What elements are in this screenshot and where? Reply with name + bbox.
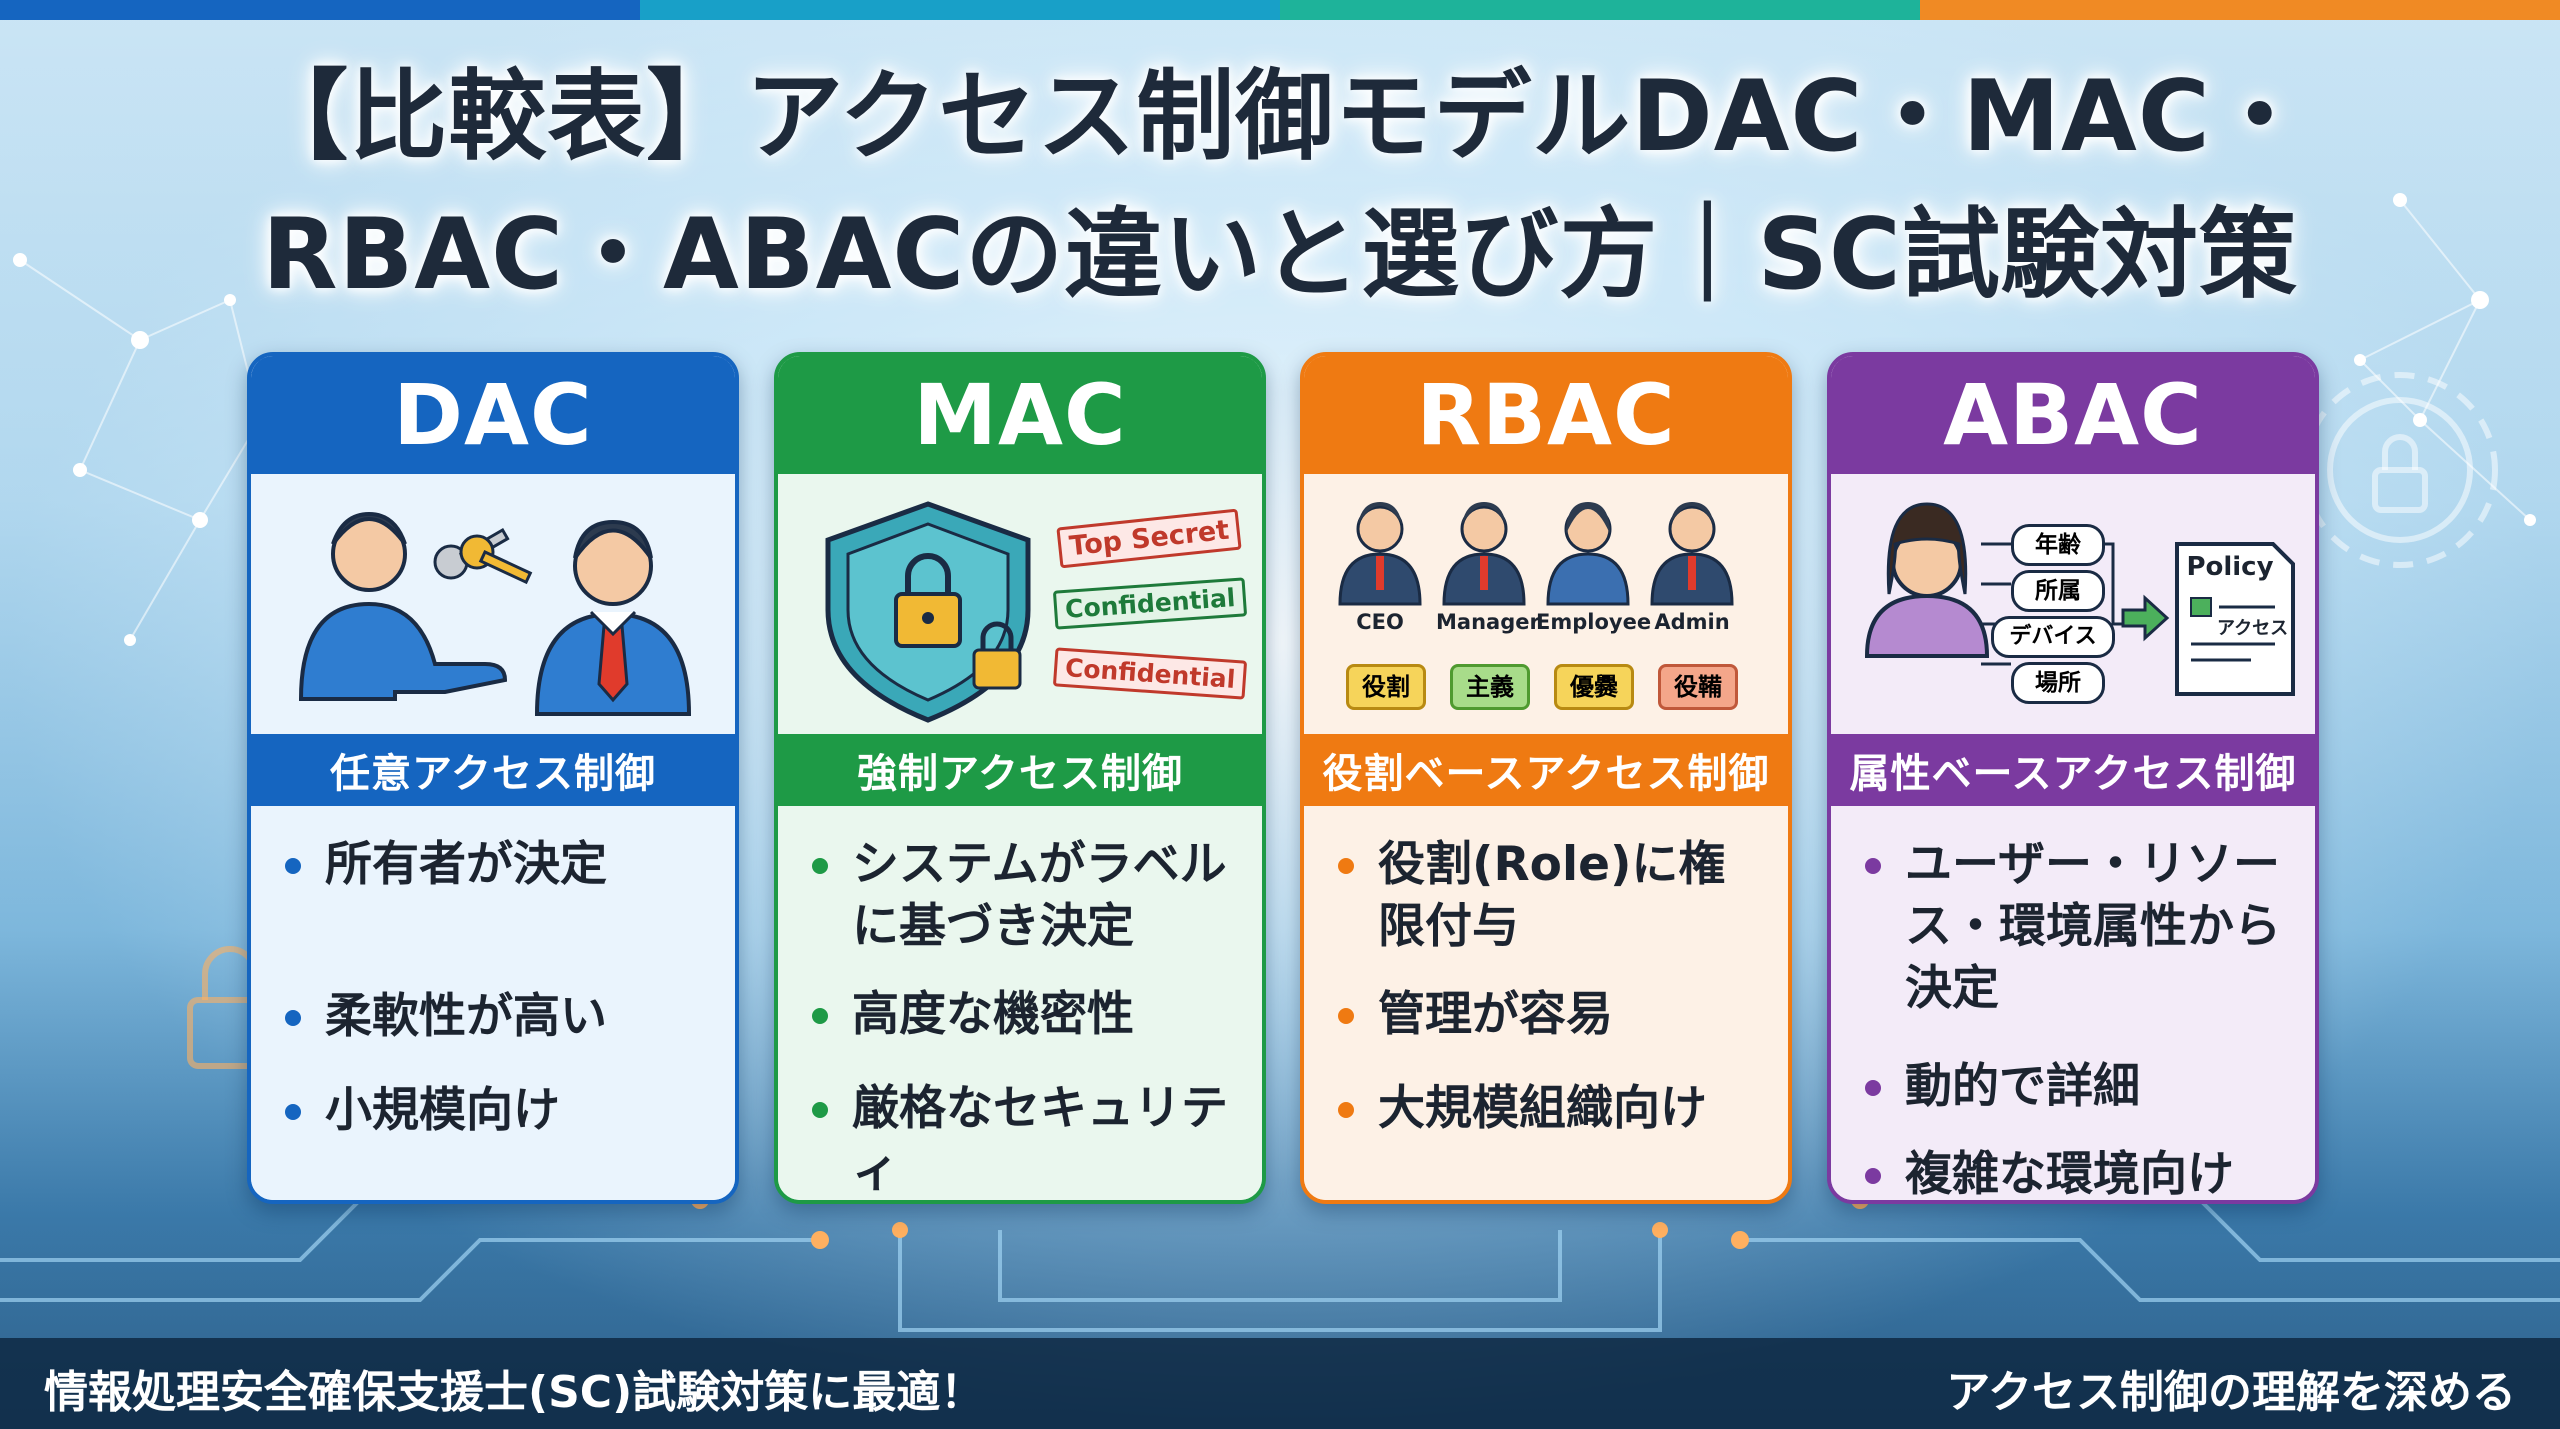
list-item: 役割(Role)に権限付与 xyxy=(1334,834,1764,958)
card-rbac-list: 役割(Role)に権限付与 管理が容易 大規模組織向け xyxy=(1304,806,1788,1200)
attribute-policy-icon: 年齢 所属 デバイス 場所 Policy アクセス xyxy=(1831,474,2315,734)
top-color-stripe xyxy=(0,0,2560,20)
list-item: 大規模組織向け xyxy=(1334,1078,1764,1140)
title-line-2: RBAC・ABACの違いと選び方｜SC試験対策 xyxy=(262,198,2298,312)
role-tag: 優爨 xyxy=(1554,664,1634,710)
footer-left-text: 情報処理安全確保支援士(SC)試験対策に最適！ xyxy=(44,1367,985,1418)
card-dac-subtitle: 任意アクセス制御 xyxy=(251,734,735,806)
role-tag: 役鞴 xyxy=(1658,664,1738,710)
page-title: 【比較表】アクセス制御モデルDAC・MAC・ RBAC・ABACの違いと選び方｜… xyxy=(0,48,2560,324)
card-mac-list: システムがラベルに基づき決定 高度な機密性 厳格なセキュリティ xyxy=(778,806,1262,1200)
card-abac-subtitle: 属性ベースアクセス制御 xyxy=(1831,734,2315,806)
list-item: 柔軟性が高い xyxy=(281,986,711,1048)
attribute-device: デバイス xyxy=(1991,616,2115,658)
list-item: 複雑な環境向け xyxy=(1861,1144,2291,1200)
shield-lock-icon: Top Secret Confidential Confidential xyxy=(778,474,1262,734)
list-item: 管理が容易 xyxy=(1334,984,1764,1046)
attribute-age: 年齢 xyxy=(2011,524,2105,566)
card-mac-subtitle: 強制アクセス制御 xyxy=(778,734,1262,806)
list-item: 動的で詳細 xyxy=(1861,1056,2291,1118)
policy-title: Policy xyxy=(2186,552,2274,582)
card-abac: ABAC 年齢 所属 デバイス 場所 Policy アクセス 属性 xyxy=(1827,352,2319,1204)
role-label-manager: Manager xyxy=(1436,610,1540,634)
card-rbac-subtitle: 役割ベースアクセス制御 xyxy=(1304,734,1788,806)
role-tag: 主義 xyxy=(1450,664,1530,710)
policy-text: アクセス xyxy=(2217,614,2289,640)
role-people-icon: CEO Manager Employee Admin 役割 主義 優爨 役鞴 xyxy=(1304,474,1788,734)
list-item: 所有者が決定 xyxy=(281,834,711,896)
card-dac-heading: DAC xyxy=(251,356,735,474)
card-abac-heading: ABAC xyxy=(1831,356,2315,474)
list-item: 高度な機密性 xyxy=(808,984,1238,1046)
footer-bar: 情報処理安全確保支援士(SC)試験対策に最適！ アクセス制御の理解を深める xyxy=(0,1338,2560,1429)
card-mac: MAC Top Secret Confidential Confidential… xyxy=(774,352,1266,1204)
card-dac-list: 所有者が決定 柔軟性が高い 小規模向け xyxy=(251,806,735,1200)
comparison-cards: DAC 任意アクセス制 xyxy=(247,352,2319,1204)
list-item: 小規模向け xyxy=(281,1080,711,1142)
card-mac-heading: MAC xyxy=(778,356,1262,474)
role-label-ceo: CEO xyxy=(1356,610,1404,634)
card-abac-list: ユーザー・リソース・環境属性から決定 動的で詳細 複雑な環境向け xyxy=(1831,806,2315,1200)
footer-right-text: アクセス制御の理解を深める xyxy=(1946,1367,2516,1418)
role-label-admin: Admin xyxy=(1654,610,1730,634)
list-item: ユーザー・リソース・環境属性から決定 xyxy=(1861,834,2291,1020)
attribute-location: 場所 xyxy=(2011,662,2105,704)
card-rbac-heading: RBAC xyxy=(1304,356,1788,474)
card-rbac: RBAC CEO Manager Employee xyxy=(1300,352,1792,1204)
list-item: 厳格なセキュリティ xyxy=(808,1078,1238,1200)
role-label-employee: Employee xyxy=(1536,610,1652,634)
attribute-affiliation: 所属 xyxy=(2011,570,2105,612)
title-line-1: 【比較表】アクセス制御モデルDAC・MAC・ xyxy=(250,60,2310,174)
card-dac: DAC 任意アクセス制 xyxy=(247,352,739,1204)
list-item: システムがラベルに基づき決定 xyxy=(808,834,1238,958)
owner-handing-keys-icon xyxy=(251,474,735,734)
role-tag: 役割 xyxy=(1346,664,1426,710)
